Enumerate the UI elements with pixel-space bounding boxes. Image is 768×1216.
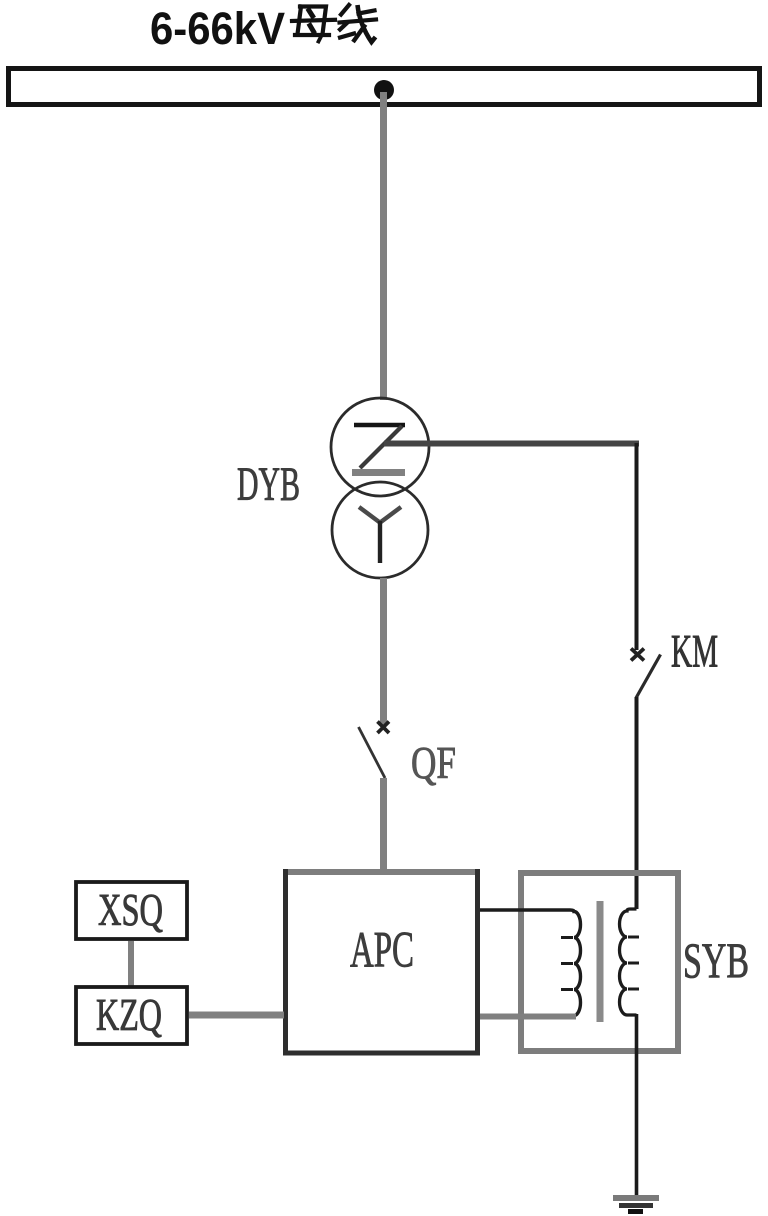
svg-text:XSQ: XSQ bbox=[98, 885, 163, 935]
svg-text:QF: QF bbox=[411, 737, 456, 788]
svg-text:DYB: DYB bbox=[237, 459, 300, 511]
svg-text:6-66kV: 6-66kV bbox=[150, 3, 285, 54]
svg-text:KM: KM bbox=[671, 626, 718, 678]
svg-text:APC: APC bbox=[350, 923, 414, 979]
svg-text:KZQ: KZQ bbox=[96, 990, 162, 1040]
svg-text:SYB: SYB bbox=[683, 932, 749, 988]
